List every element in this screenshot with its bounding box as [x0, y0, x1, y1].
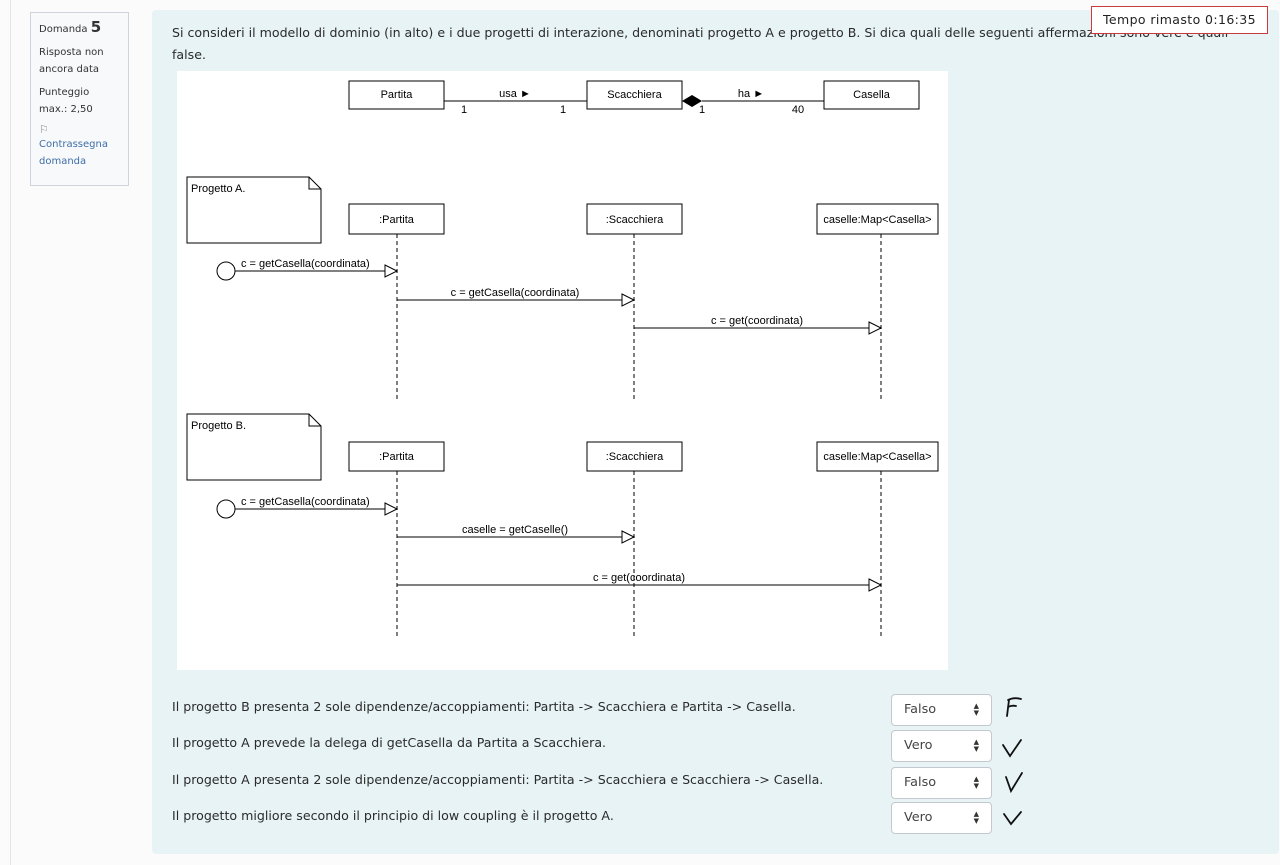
class-casella: [823, 80, 920, 110]
assoc-ha-label: ha ►: [738, 88, 764, 100]
assoc-usa-mult-2: 1: [560, 104, 566, 116]
answer-select-2-value: Vero: [904, 738, 933, 753]
note-a: [186, 176, 322, 244]
answer-select-4-value: Vero: [904, 810, 933, 825]
select-arrows-icon: ▲▼: [973, 702, 979, 717]
msg-b-3: c = get(coordinata): [593, 572, 685, 584]
lifeline-a-scacchiera: :Scacchiera: [606, 214, 664, 226]
lifeline-b-scacchiera: :Scacchiera: [606, 451, 664, 463]
lifeline-a-map: caselle:Map<Casella>: [823, 214, 931, 226]
question-text: Si consideri il modello di dominio (in a…: [172, 25, 1229, 62]
note-b-label: Progetto B.: [191, 420, 246, 432]
time-remaining: Tempo rimasto 0:16:35: [1091, 6, 1268, 34]
note-b: [186, 413, 322, 481]
msg-a-1: c = getCasella(coordinata): [241, 258, 370, 270]
class-scacchiera: [586, 80, 683, 110]
composition-diamond: [682, 95, 702, 107]
question-number: 5: [90, 18, 102, 36]
lifeline-b-map: caselle:Map<Casella>: [823, 451, 931, 463]
found-message-a: [216, 261, 236, 281]
design-b: Progetto B. :Partita :Scacchiera caselle…: [186, 413, 939, 638]
answer-select-1[interactable]: Falso ▲▼: [891, 694, 992, 726]
handwritten-check-mark: [1005, 772, 1023, 794]
answer-select-1-value: Falso: [904, 702, 937, 717]
note-a-label: Progetto A.: [191, 183, 245, 195]
answer-select-2[interactable]: Vero ▲▼: [891, 730, 992, 762]
answer-select-4[interactable]: Vero ▲▼: [891, 802, 992, 834]
question-max-score: Punteggio max.: 2,50: [39, 87, 93, 115]
assoc-usa-label: usa ►: [499, 88, 531, 100]
question-label: Domanda: [39, 24, 88, 35]
statement-2: Il progetto A prevede la delega di getCa…: [172, 735, 607, 750]
handwritten-check-mark: [1003, 811, 1022, 826]
found-message-b: [216, 499, 236, 519]
page-left-border: [10, 0, 11, 865]
answer-select-3[interactable]: Falso ▲▼: [891, 767, 992, 799]
domain-model: Partita Scacchiera Casella usa ► 1 1 ha …: [348, 80, 920, 116]
statement-1: Il progetto B presenta 2 sole dipendenze…: [172, 699, 796, 714]
question-info-panel: Domanda 5 Risposta non ancora data Punte…: [30, 12, 129, 186]
answer-select-3-value: Falso: [904, 775, 937, 790]
question-status: Risposta non ancora data: [39, 47, 104, 75]
flag-question-link[interactable]: ⚐ Contrassegna domanda: [39, 124, 120, 170]
lifeline-b-partita: :Partita: [379, 451, 415, 463]
select-arrows-icon: ▲▼: [973, 810, 979, 825]
assoc-ha-mult-1: 1: [699, 104, 705, 116]
flag-question-label[interactable]: Contrassegna domanda: [39, 139, 108, 167]
class-partita-label: Partita: [381, 89, 414, 101]
select-arrows-icon: ▲▼: [973, 738, 979, 753]
msg-a-3: c = get(coordinata): [711, 315, 803, 327]
assoc-usa-mult-1: 1: [461, 104, 467, 116]
statement-4: Il progetto migliore secondo il principi…: [172, 808, 614, 823]
lifeline-a-partita: :Partita: [379, 214, 415, 226]
class-casella-label: Casella: [853, 89, 891, 101]
uml-diagram-image: Partita Scacchiera Casella usa ► 1 1 ha …: [177, 71, 948, 670]
msg-b-2: caselle = getCaselle(): [462, 524, 568, 536]
class-partita: [348, 80, 445, 110]
handwritten-f-mark: [1006, 697, 1022, 717]
flag-icon[interactable]: ⚐: [39, 123, 49, 136]
assoc-ha-mult-2: 40: [792, 104, 804, 116]
msg-b-1: c = getCasella(coordinata): [241, 496, 370, 508]
statement-3: Il progetto A presenta 2 sole dipendenze…: [172, 772, 824, 787]
handwritten-check-mark: [1002, 739, 1022, 758]
design-a: Progetto A. :Partita :Scacchiera caselle…: [186, 176, 939, 399]
class-scacchiera-label: Scacchiera: [607, 89, 662, 101]
msg-a-2: c = getCasella(coordinata): [451, 287, 580, 299]
select-arrows-icon: ▲▼: [973, 775, 979, 790]
